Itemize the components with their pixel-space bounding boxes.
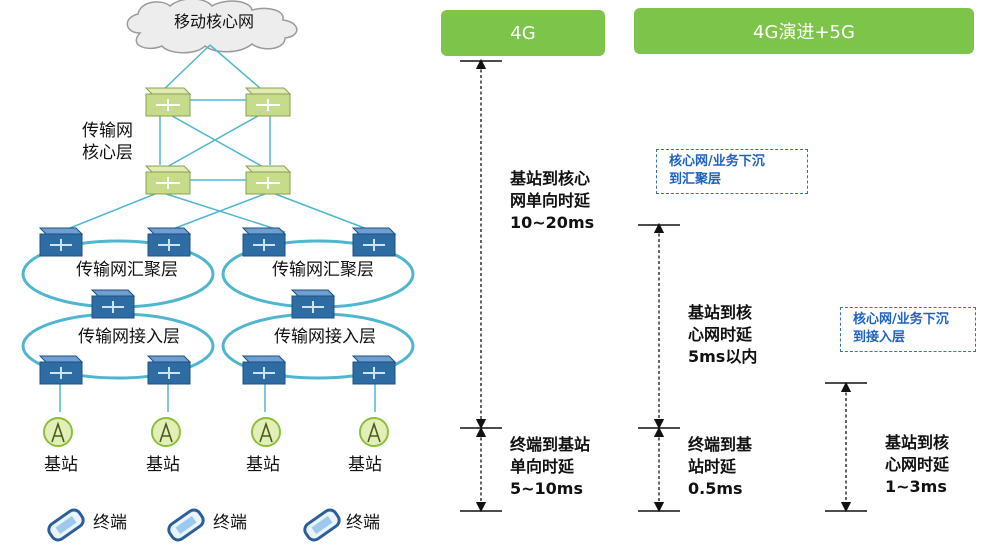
core-routers [144, 87, 292, 195]
access-layer-label-left: 传输网接入层 [78, 327, 180, 347]
latency-scales [460, 58, 867, 513]
latency-5g-agg-core-text: 基站到核 心网时延 5ms以内 [688, 303, 758, 366]
header-4g: 4G [441, 10, 605, 56]
terminal-icon [167, 508, 205, 542]
access-layer-label-right: 传输网接入层 [274, 327, 376, 347]
base-station-label: 基站 [44, 455, 78, 475]
base-station-icon [251, 417, 281, 447]
switch-icon [146, 227, 192, 257]
latency-4g-core-text: 基站到核心 网单向时延 10~20ms [510, 169, 595, 232]
core-network-cloud [126, 0, 298, 54]
router-icon [144, 165, 192, 195]
base-station-icon [151, 417, 181, 447]
base-station-label: 基站 [348, 455, 382, 475]
switch-icon [38, 355, 84, 385]
switch-icon [290, 289, 336, 319]
note-sink-to-aggregation: 核心网/业务下沉 到汇聚层 [656, 149, 808, 194]
terminal-label: 终端 [93, 513, 127, 533]
core-links [59, 44, 376, 412]
terminal-label: 终端 [346, 513, 380, 533]
latency-5g-agg-terminal-text: 终端到基 站时延 0.5ms [688, 435, 753, 498]
terminal-icons [47, 508, 341, 542]
base-station-label: 基站 [246, 455, 280, 475]
switch-icon [38, 227, 84, 257]
note-sink-to-access: 核心网/业务下沉 到接入层 [840, 307, 976, 352]
router-icon [244, 87, 292, 117]
switch-icon [241, 355, 287, 385]
base-station-label: 基站 [146, 455, 180, 475]
switch-icon [351, 355, 397, 385]
aggregation-layer-label-right: 传输网汇聚层 [272, 260, 374, 280]
latency-4g-terminal-text: 终端到基站 单向时延 5~10ms [510, 435, 591, 498]
terminal-label: 终端 [213, 513, 247, 533]
aggregation-layer-label-left: 传输网汇聚层 [76, 260, 178, 280]
switch-icon [241, 227, 287, 257]
latency-5g-access-core-text: 基站到核 心网时延 1~3ms [885, 433, 950, 496]
header-4g-evolution-5g: 4G演进+5G [634, 8, 974, 54]
base-station-icons [43, 417, 389, 447]
transport-switches [38, 227, 397, 385]
base-station-icon [359, 417, 389, 447]
core-network-label: 移动核心网 [174, 12, 255, 31]
transport-core-layer-label: 传输网 核心层 [82, 121, 133, 163]
switch-icon [351, 227, 397, 257]
router-icon [244, 165, 292, 195]
switch-icon [146, 355, 192, 385]
base-station-icon [43, 417, 73, 447]
switch-icon [90, 289, 136, 319]
router-icon [144, 87, 192, 117]
terminal-icon [303, 508, 341, 542]
network-topology [21, 0, 415, 542]
terminal-icon [47, 508, 85, 542]
